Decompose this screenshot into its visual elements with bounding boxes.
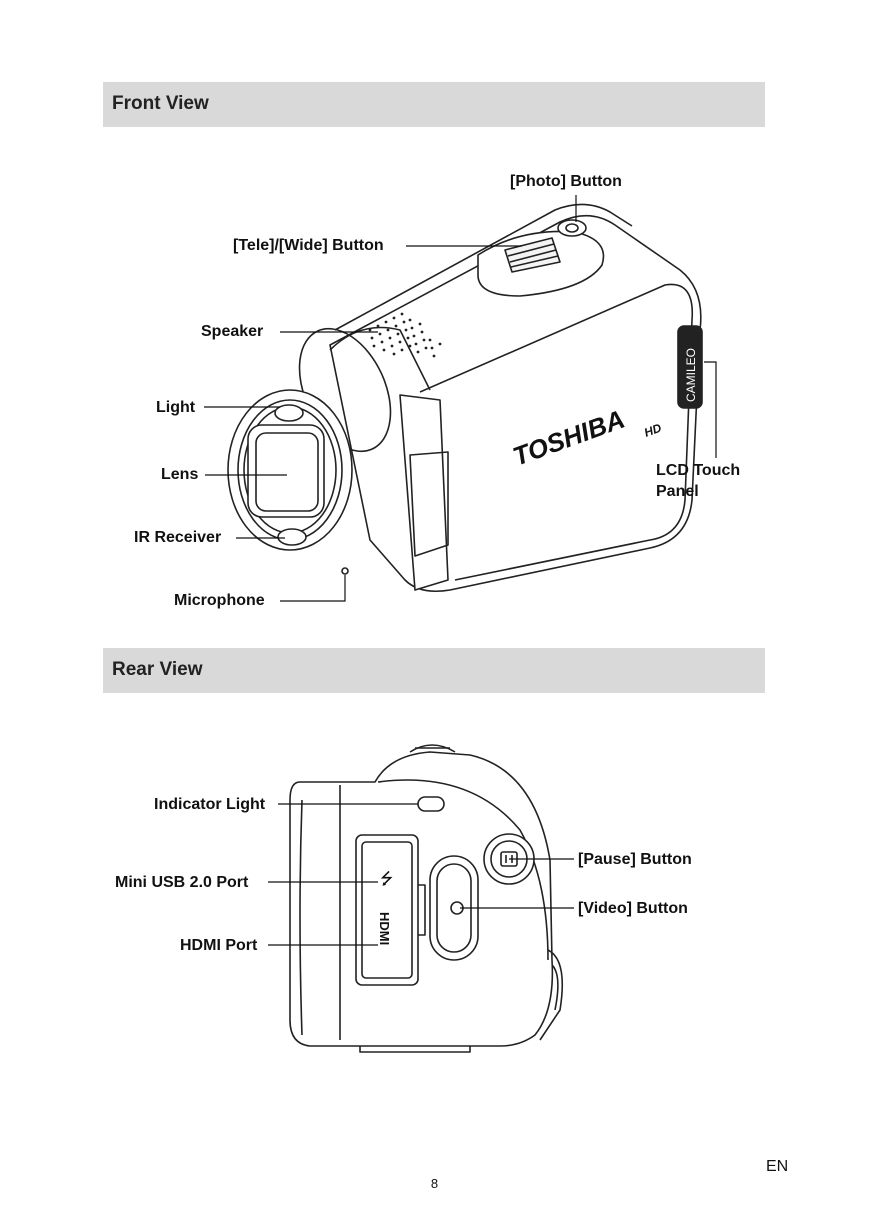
- speaker-grille: [368, 312, 442, 358]
- lcd-panel-edge: [419, 283, 694, 581]
- port-cover: [355, 834, 419, 986]
- mini-usb-port-label: Mini USB 2.0 Port: [115, 874, 249, 891]
- ir-receiver-shape: [277, 528, 307, 546]
- ir-receiver-label: IR Receiver: [134, 529, 222, 546]
- photo-button-label: [Photo] Button: [510, 173, 622, 190]
- lcd-touch-panel-leader: [704, 361, 717, 458]
- hd-badge: HD: [642, 421, 663, 440]
- hdmi-port-label: HDMI Port: [180, 937, 258, 954]
- microphone-label: Microphone: [174, 592, 265, 609]
- photo-button-shape: [557, 219, 587, 237]
- front-view-camera-illustration: TOSHIBA CAMILEO HD: [204, 195, 717, 602]
- usb-symbol: ⭍: [380, 870, 393, 888]
- model-marking: CAMILEO: [684, 348, 698, 402]
- hdmi-marking: HDMI: [377, 912, 392, 945]
- lens-label: Lens: [161, 466, 199, 483]
- lens-glass: [247, 424, 325, 518]
- indicator-light-label: Indicator Light: [154, 796, 266, 813]
- microphone-shape: [341, 567, 349, 575]
- rear-view-header: Rear View: [103, 648, 765, 693]
- page-number: 8: [430, 1176, 439, 1191]
- lcd-touch-panel-label-line2: Panel: [656, 483, 699, 500]
- lcd-touch-panel-label-line1: LCD Touch: [656, 462, 741, 479]
- camileo-badge: [677, 325, 703, 409]
- front-view-title: Front View: [112, 93, 209, 114]
- light-label: Light: [156, 399, 196, 416]
- video-button-label: [Video] Button: [578, 900, 688, 917]
- front-view-header: Front View: [103, 82, 765, 127]
- language-indicator: EN: [766, 1158, 789, 1175]
- speaker-label: Speaker: [201, 323, 264, 340]
- light-shape: [274, 404, 304, 422]
- microphone-leader: [280, 575, 346, 602]
- rear-view-title: Rear View: [112, 659, 203, 680]
- rear-view-camera-illustration: ⭍ HDMI: [268, 744, 574, 1053]
- indicator-light-shape: [417, 796, 445, 812]
- tele-wide-button-label: [Tele]/[Wide] Button: [233, 237, 384, 254]
- rear-camera-body: [289, 751, 554, 1047]
- pause-button-label: [Pause] Button: [578, 851, 692, 868]
